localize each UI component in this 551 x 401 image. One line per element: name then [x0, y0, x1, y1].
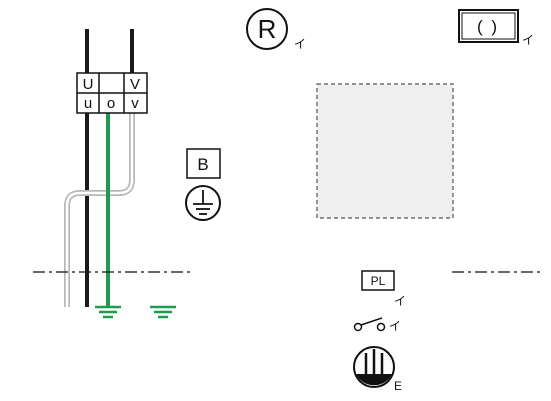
r-circle-tag: イ: [294, 37, 306, 51]
pl-box-symbol: PL イ: [361, 270, 406, 308]
bracket-box-tag: イ: [522, 33, 534, 47]
b-box-symbol: B: [186, 148, 221, 179]
outlet-tag: E: [394, 379, 402, 393]
placeholder-box: [316, 83, 454, 219]
terminal-label-V: V: [130, 76, 140, 93]
bracket-box-symbol: ( ) イ: [458, 9, 534, 47]
terminal-label-o: o: [107, 95, 115, 112]
ground-symbol-standalone: [150, 305, 176, 319]
pl-box-tag: イ: [394, 294, 406, 308]
terminal-label-v: v: [131, 95, 139, 112]
terminal-label-u: u: [84, 95, 92, 112]
wire-bundle: [64, 29, 135, 307]
neutral-wire: [64, 112, 135, 307]
ground-symbol-wire: [95, 305, 121, 319]
terminal-block: U V u o v: [76, 72, 148, 114]
neutral-wire-core: [65, 112, 134, 307]
terminal-label-U: U: [83, 76, 94, 93]
outlet-icon: E: [353, 346, 402, 393]
pl-box-label: PL: [371, 274, 386, 288]
b-box-label: B: [197, 155, 208, 174]
switch-icon: イ: [353, 317, 401, 333]
bracket-box-label: ( ): [477, 17, 499, 36]
earth-ground-icon: [185, 185, 221, 221]
r-circle-symbol: R イ: [246, 8, 306, 51]
r-circle-label: R: [258, 14, 277, 44]
switch-tag: イ: [389, 319, 401, 333]
